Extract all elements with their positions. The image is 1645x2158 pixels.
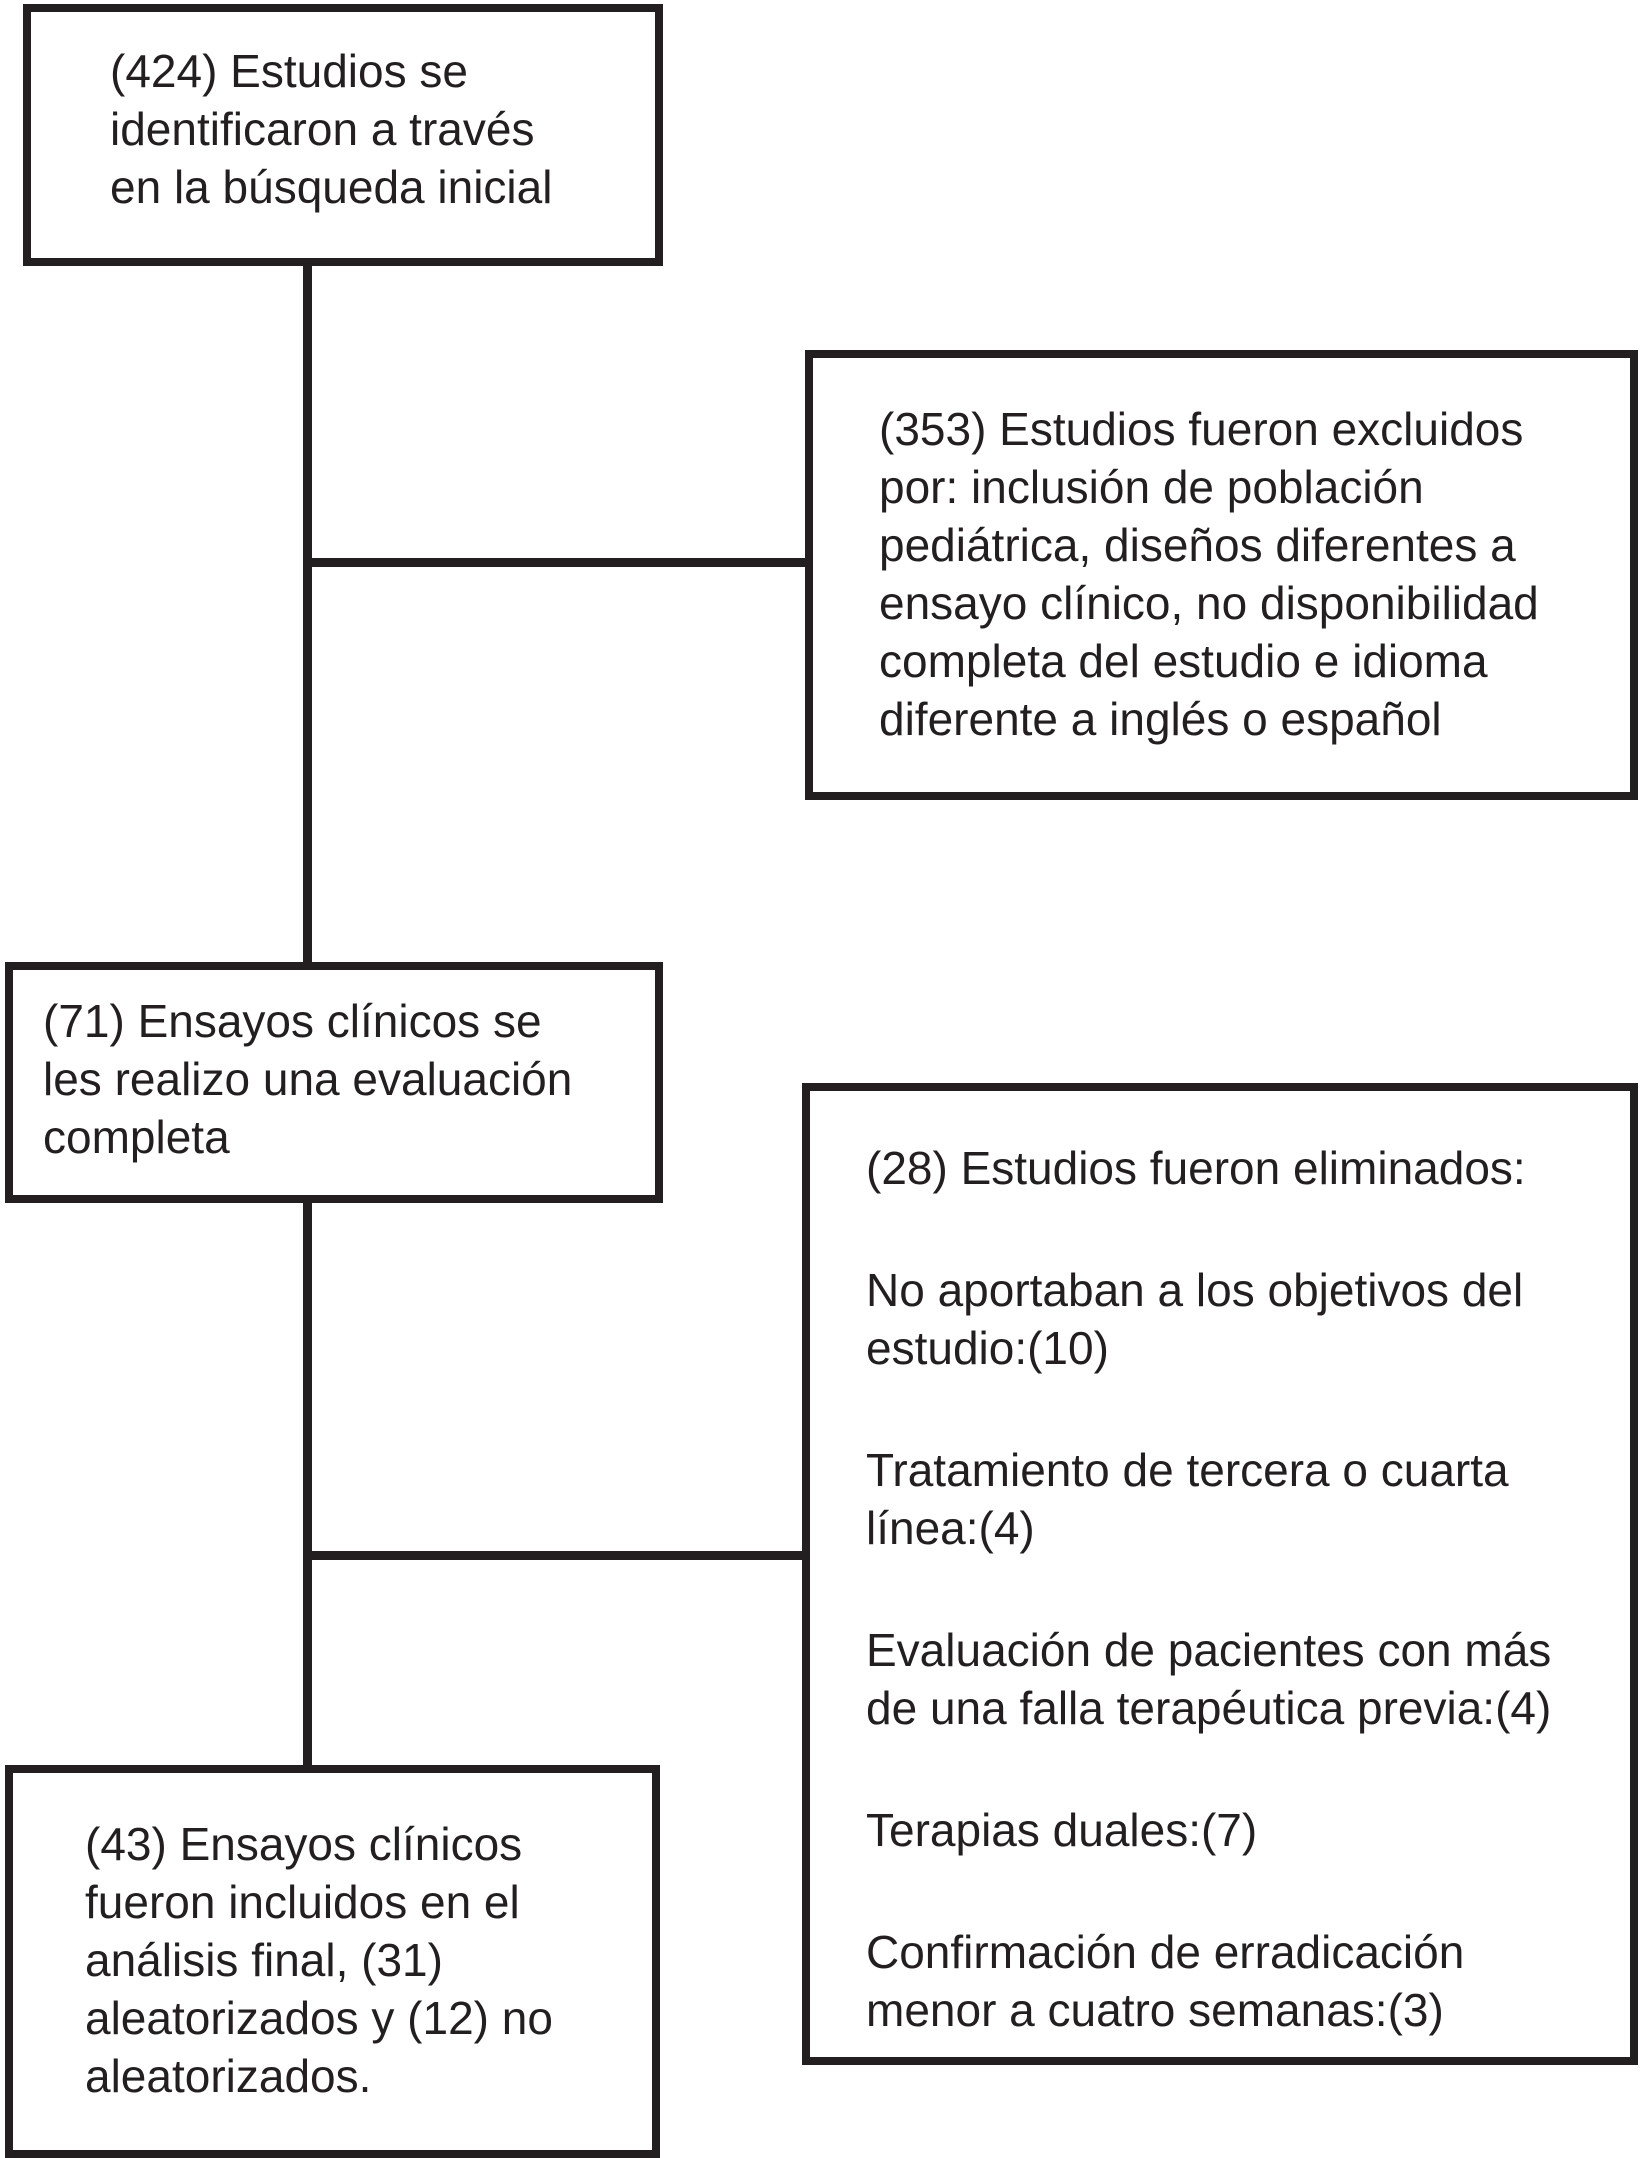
connector-branch-eliminated — [307, 1551, 802, 1560]
box-full-evaluation: (71) Ensayos clínicos se les realizo una… — [5, 962, 663, 1203]
text-line: aleatorizados y (12) no — [85, 1992, 553, 2044]
text-line: Terapias duales:(7) — [866, 1804, 1258, 1856]
text-line: completa del estudio e idioma — [879, 635, 1488, 687]
text-line: Evaluación de pacientes con más — [866, 1624, 1552, 1676]
text-line: identificaron a través — [110, 103, 535, 155]
text-line: estudio:(10) — [866, 1322, 1109, 1374]
box-initial-search: (424) Estudios se identificaron a través… — [23, 4, 663, 266]
text-line: (353) Estudios fueron excluidos — [879, 403, 1524, 455]
eliminated-reason: Confirmación de erradicación menor a cua… — [866, 1923, 1620, 2039]
box-included: (43) Ensayos clínicos fueron incluidos e… — [5, 1765, 660, 2158]
eliminated-reason: (28) Estudios fueron eliminados: — [866, 1139, 1620, 1197]
text-line: línea:(4) — [866, 1502, 1035, 1554]
eliminated-reason: Terapias duales:(7) — [866, 1801, 1620, 1859]
text-line: en la búsqueda inicial — [110, 161, 553, 213]
connector-spine-top — [303, 260, 312, 966]
text-line: (43) Ensayos clínicos — [85, 1818, 523, 1870]
text-line: de una falla terapéutica previa:(4) — [866, 1682, 1552, 1734]
text-line: diferente a inglés o español — [879, 693, 1442, 745]
text-line: (424) Estudios se — [110, 45, 468, 97]
text-line: análisis final, (31) — [85, 1934, 443, 1986]
text-line: Tratamiento de tercera o cuarta — [866, 1444, 1509, 1496]
text-line: por: inclusión de población — [879, 461, 1424, 513]
eliminated-reason: Tratamiento de tercera o cuarta línea:(4… — [866, 1441, 1620, 1557]
text-line: ensayo clínico, no disponibilidad — [879, 577, 1539, 629]
eliminated-reason: No aportaban a los objetivos del estudio… — [866, 1261, 1620, 1377]
text-line: No aportaban a los objetivos del — [866, 1264, 1524, 1316]
box-eliminated: (28) Estudios fueron eliminados: No apor… — [802, 1083, 1638, 2065]
eliminated-reason: Evaluación de pacientes con más de una f… — [866, 1621, 1620, 1737]
text-line: Confirmación de erradicación — [866, 1926, 1465, 1978]
connector-spine-bottom — [303, 1198, 312, 1770]
text-line: les realizo una evaluación — [43, 1053, 573, 1105]
text-line: fueron incluidos en el — [85, 1876, 520, 1928]
text-line: (71) Ensayos clínicos se — [43, 995, 542, 1047]
text-line: (28) Estudios fueron eliminados: — [866, 1142, 1526, 1194]
text-line: menor a cuatro semanas:(3) — [866, 1984, 1444, 2036]
text-line: pediátrica, diseños diferentes a — [879, 519, 1516, 571]
box-excluded: (353) Estudios fueron excluidos por: inc… — [805, 350, 1638, 800]
connector-branch-excluded — [307, 558, 805, 567]
text-line: aleatorizados. — [85, 2050, 372, 2102]
text-line: completa — [43, 1111, 230, 1163]
